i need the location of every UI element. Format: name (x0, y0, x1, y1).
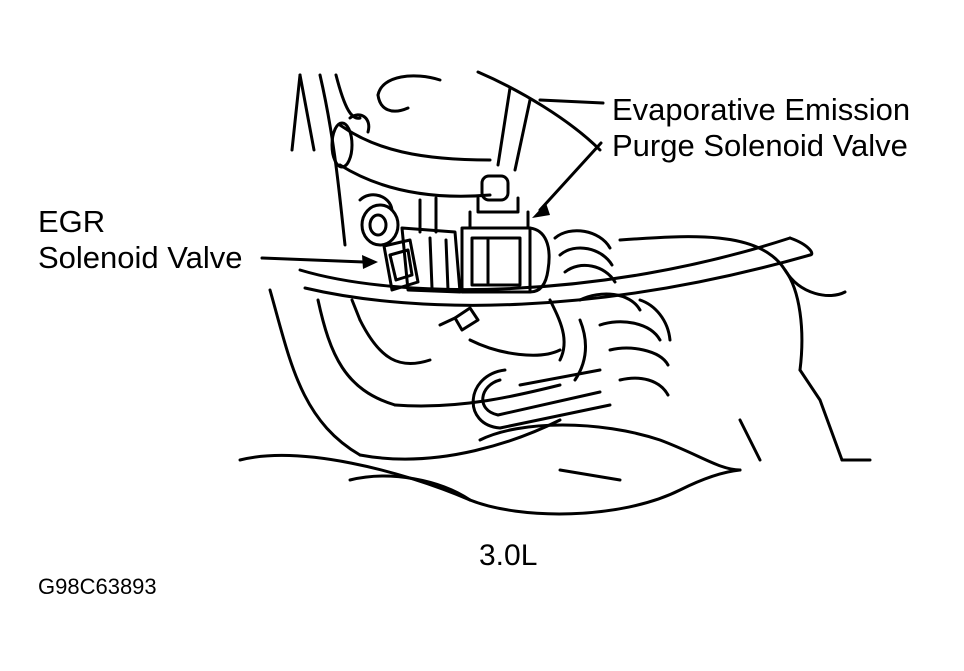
evap-arrowhead (532, 203, 550, 218)
egr-pointer-line (260, 256, 366, 264)
left-frame (268, 288, 562, 461)
evap-pointer-line (538, 141, 603, 212)
u-hose (471, 368, 612, 430)
egr-valve-label: EGR Solenoid Valve (38, 204, 243, 276)
main-hose (330, 113, 492, 198)
strut-outline (290, 73, 362, 247)
vacuum-pipe (418, 196, 438, 234)
panel-arcs (298, 236, 814, 307)
egr-label-line2: Solenoid Valve (38, 240, 243, 275)
evap-label-line2: Purge Solenoid Valve (612, 128, 908, 163)
engine-size-label: 3.0L (479, 539, 538, 572)
right-fender (618, 235, 872, 462)
evap-purge-valve-label: Evaporative Emission Purge Solenoid Valv… (612, 92, 910, 164)
egr-arrowhead (362, 255, 378, 269)
egr-label-line1: EGR (38, 204, 106, 239)
evap-label-line1: Evaporative Emission (612, 92, 911, 127)
egr-solenoid-valve (382, 226, 462, 294)
mid-linkage (438, 298, 587, 382)
left-components (358, 193, 400, 247)
evap-purge-solenoid-valve (460, 174, 551, 294)
figure-id: G98C63893 (38, 574, 157, 599)
lower-body (238, 423, 742, 516)
ribbed-assembly (553, 229, 672, 397)
upper-housing (376, 70, 602, 172)
evap-label-leader (538, 98, 605, 105)
